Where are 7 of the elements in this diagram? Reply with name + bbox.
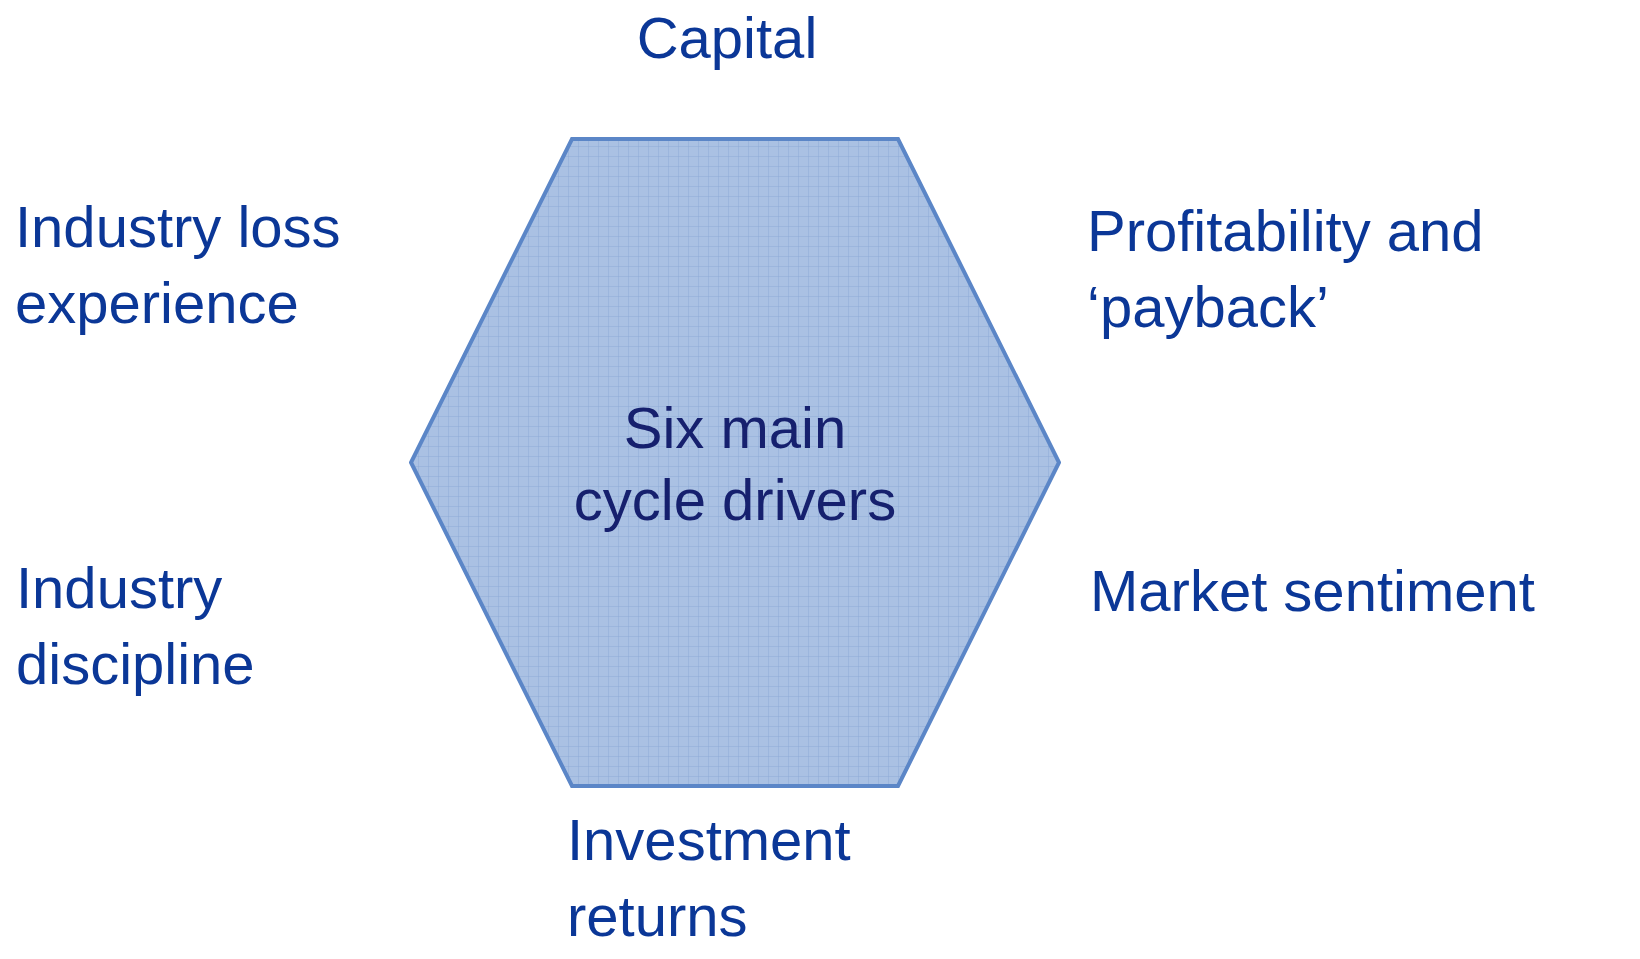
driver-label: Investment returns — [567, 806, 852, 950]
driver-label: Profitability and ‘payback’ — [1087, 197, 1485, 341]
driver-label: Industry discipline — [16, 554, 256, 698]
driver-label: Market sentiment — [1090, 557, 1536, 625]
hexagon-title: Six main cycle drivers — [572, 394, 898, 534]
driver-label: Industry loss experience — [15, 193, 342, 337]
driver-label: Capital — [635, 4, 819, 72]
